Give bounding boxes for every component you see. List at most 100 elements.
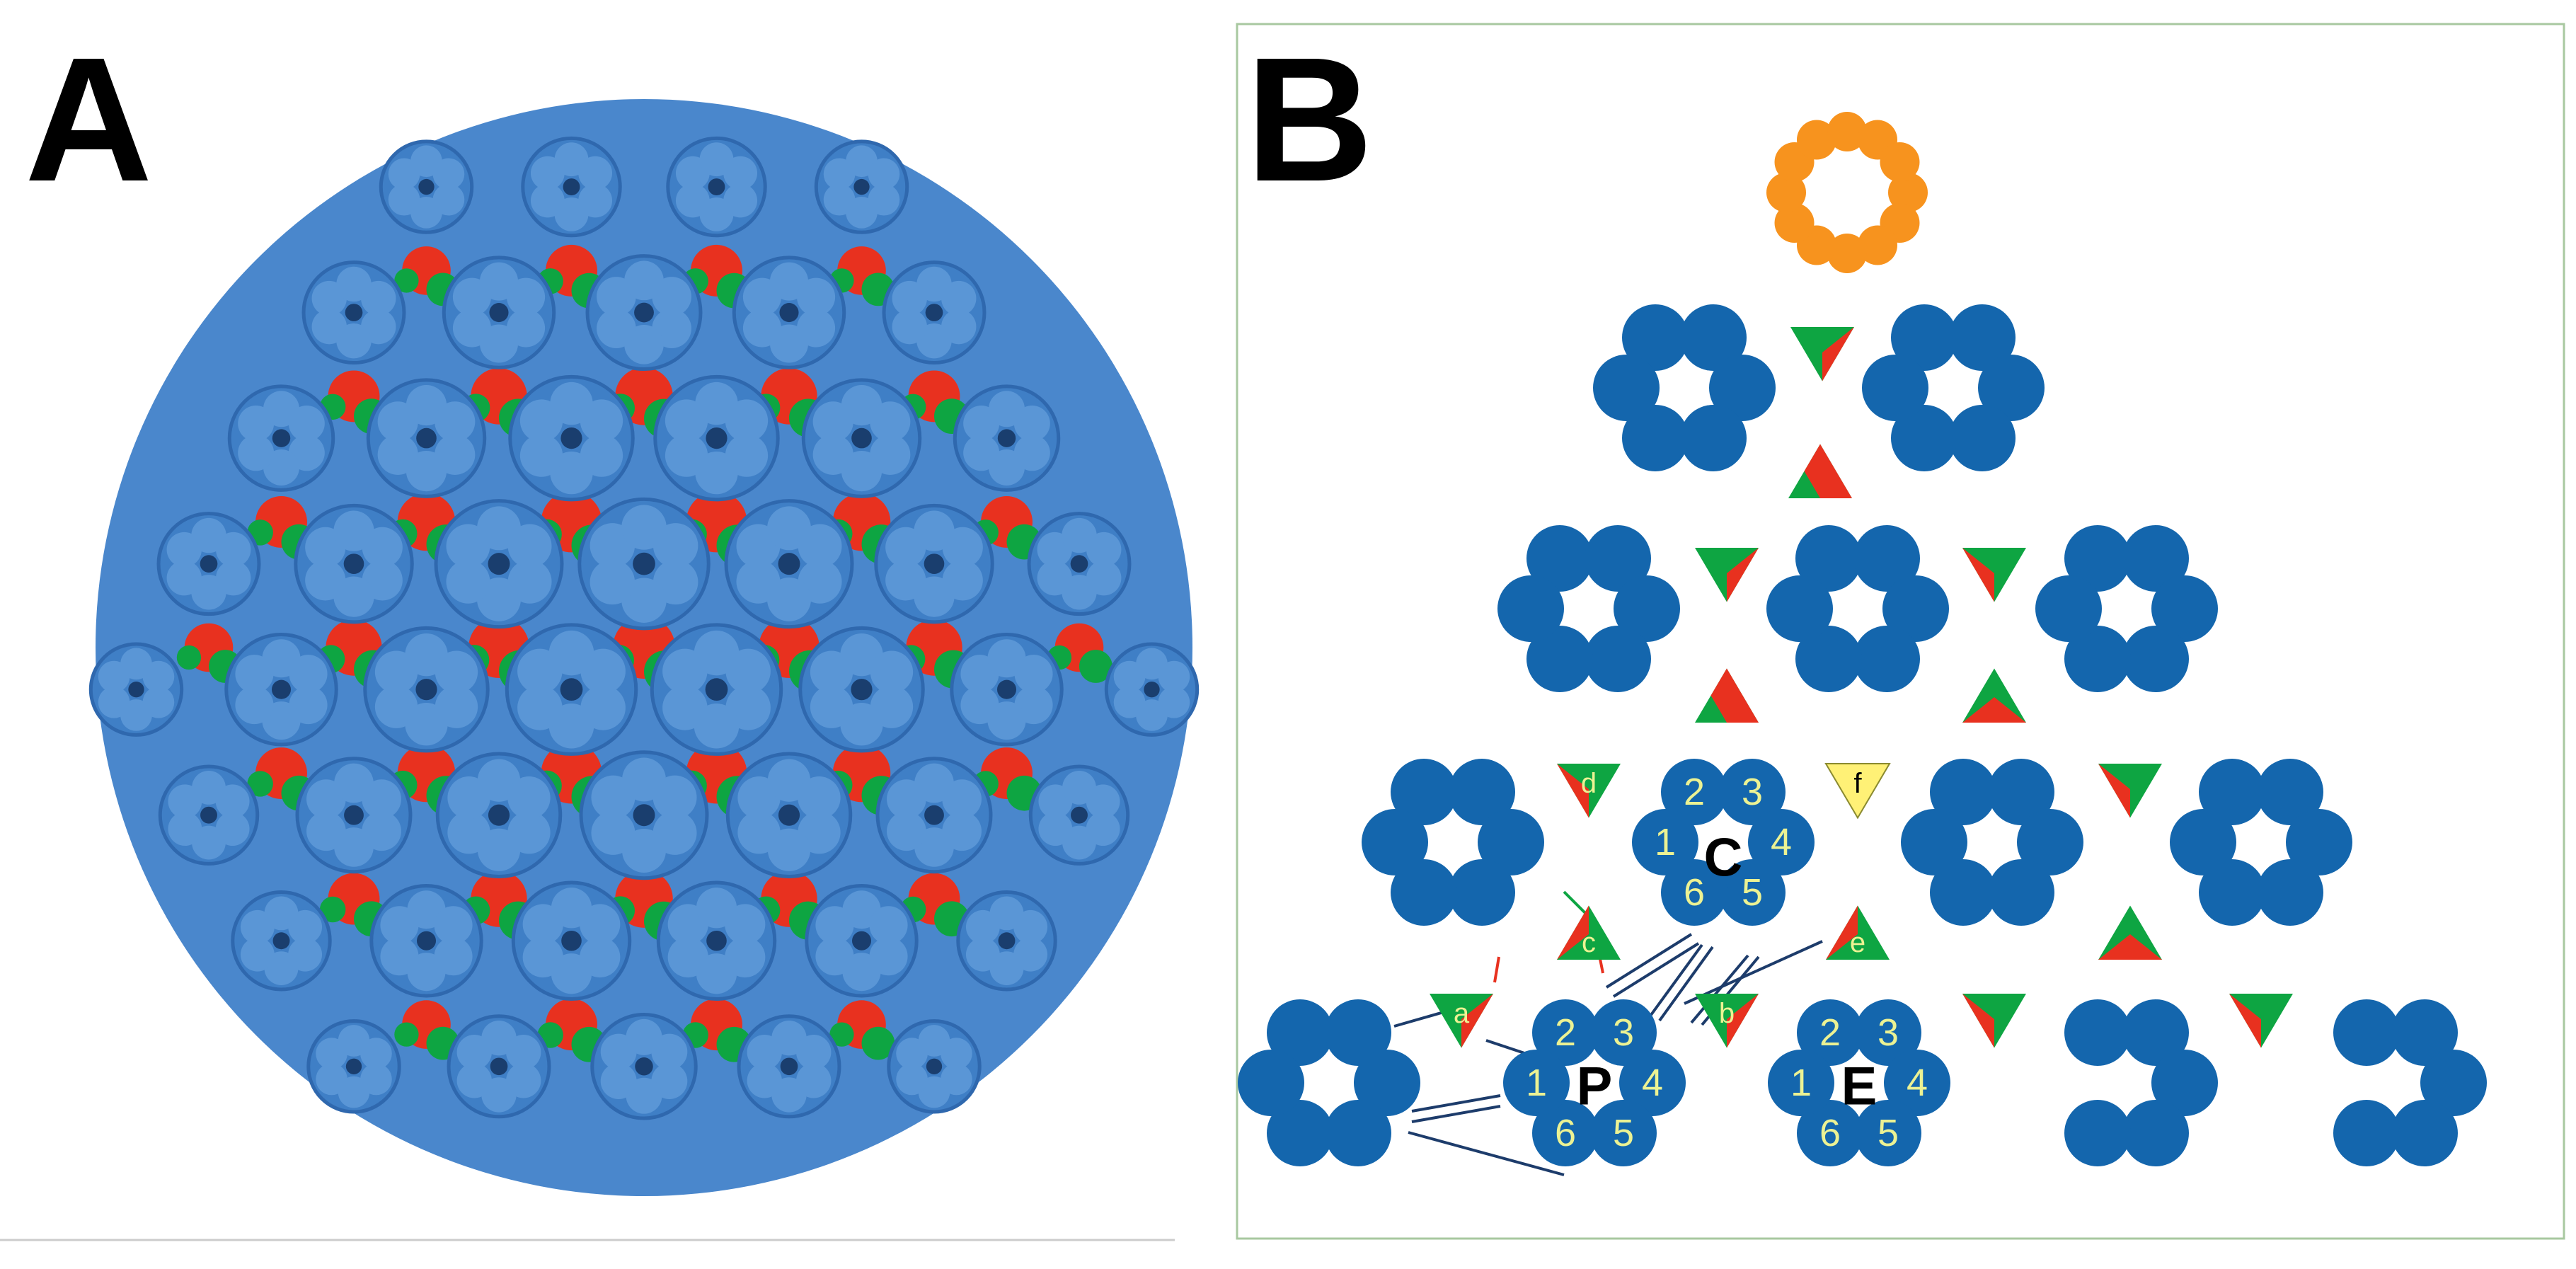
subunit — [1797, 1100, 1863, 1167]
triplex-label-f: f — [1853, 768, 1862, 799]
triplex — [1962, 668, 2026, 723]
capsomer-lobe — [434, 906, 473, 945]
capsid-rendering — [88, 99, 1200, 1196]
subunit-number-3: 3 — [1878, 1011, 1899, 1054]
capsomer-lobe — [723, 156, 758, 190]
triplex — [1962, 994, 2026, 1048]
capsid-capsomer — [294, 503, 414, 624]
capsomer-lobe — [812, 434, 853, 475]
capsid-capsomer — [447, 1014, 551, 1119]
panel-b-label: B — [1246, 21, 1374, 218]
subunit — [1930, 758, 1996, 825]
subunit — [1532, 1100, 1599, 1167]
capsomer-lobe — [963, 435, 1000, 471]
capsomer-lobe — [235, 686, 274, 725]
triplex-a: a — [1430, 994, 1493, 1048]
capsomer-lobe — [288, 909, 323, 944]
capsomer-lobe — [361, 280, 396, 316]
capsid-capsomer — [442, 255, 556, 369]
capsomer-lobe — [142, 660, 175, 693]
capsomer-channel — [778, 804, 800, 826]
subunit — [1362, 809, 1428, 875]
subunit — [1661, 758, 1727, 825]
capsid-capsomer — [737, 1014, 841, 1119]
capsid-capsomer — [369, 884, 483, 998]
capsid-capsomer — [725, 752, 853, 878]
capsomer-lobe — [1158, 660, 1190, 693]
subunit — [1988, 758, 2054, 825]
subunit — [1891, 304, 1957, 371]
subunit-number-4: 4 — [1642, 1062, 1663, 1104]
subunit-number-5: 5 — [1878, 1112, 1899, 1154]
capsid-capsomer — [590, 1013, 698, 1120]
subunit-number-6: 6 — [1684, 871, 1705, 914]
capsomer-channel — [633, 552, 655, 575]
capsomer-lobe — [798, 524, 842, 568]
triplex — [1695, 548, 1759, 602]
capsomer-channel — [708, 178, 725, 195]
capsid-capsomer — [814, 139, 909, 234]
capsomer-lobe — [435, 650, 478, 694]
portal-subunit — [1858, 225, 1897, 265]
triplex-d: d — [1557, 764, 1621, 818]
capsomer-lobe — [737, 811, 781, 854]
capsid-green-spot — [394, 1022, 419, 1047]
capsomer-channel — [851, 679, 873, 701]
capsomer-lobe — [798, 776, 841, 820]
capsomer-channel — [926, 1058, 943, 1074]
subunit-number-4: 4 — [1907, 1062, 1928, 1104]
capsomer-lobe — [316, 1063, 347, 1096]
connector-lines — [1393, 890, 1823, 1176]
capsomer-lobe — [1013, 405, 1050, 442]
subunit-number-5: 5 — [1613, 1112, 1634, 1154]
capsomer-lobe — [597, 309, 636, 348]
subunit — [2151, 575, 2218, 642]
capsomer-lobe — [517, 685, 563, 730]
capsomer-channel — [418, 178, 435, 195]
triplex-red — [2229, 994, 2261, 1048]
subunit — [1449, 758, 1515, 825]
subunit-number-6: 6 — [1555, 1112, 1576, 1154]
capsomer-label-e: E — [1841, 1057, 1878, 1117]
subunit — [1719, 758, 1786, 825]
capsomer-lobe — [725, 648, 771, 694]
triplex-red — [1461, 994, 1493, 1048]
triplex — [1962, 548, 2026, 602]
triplex-green — [1962, 668, 2026, 723]
triplex-b: b — [1695, 994, 1759, 1048]
capsid-capsomer — [801, 378, 922, 498]
triplex-red — [1557, 905, 1589, 960]
capsomer-lobe — [600, 1063, 637, 1099]
capsomer-lobe — [377, 434, 418, 475]
capsid-capsomer — [1104, 642, 1200, 737]
capsomer-lobe — [725, 399, 769, 442]
subunit — [2064, 1100, 2131, 1167]
capsomer-channel — [853, 178, 870, 195]
capsid-capsomer — [724, 499, 854, 629]
capsid-capsomer — [666, 136, 767, 238]
connector-line — [1648, 943, 1703, 1019]
capsomer-lobe — [823, 183, 856, 216]
capsomer-channel — [706, 427, 728, 449]
capsid-capsomer — [732, 255, 846, 369]
capsomer-channel — [778, 553, 800, 575]
capsid-capsomer — [656, 880, 777, 1001]
subunit — [2064, 999, 2131, 1066]
triplex-red — [1826, 905, 1858, 960]
portal-subunit — [1827, 234, 1867, 273]
subunit — [1795, 626, 1862, 693]
capsid-capsomer — [156, 512, 261, 616]
subunit — [1719, 859, 1786, 926]
capsid-capsomer — [1027, 512, 1132, 616]
subunit-number-1: 1 — [1526, 1062, 1547, 1104]
capsomer-channel — [343, 553, 364, 574]
portal-subunit — [1774, 203, 1815, 243]
capsomer-lobe — [725, 904, 766, 945]
subunit — [2122, 1100, 2189, 1167]
capsid-green-spot — [247, 771, 273, 797]
capsomer-lobe — [887, 811, 926, 851]
capsomer-lobe — [446, 559, 490, 604]
capsomer-channel — [997, 429, 1016, 447]
